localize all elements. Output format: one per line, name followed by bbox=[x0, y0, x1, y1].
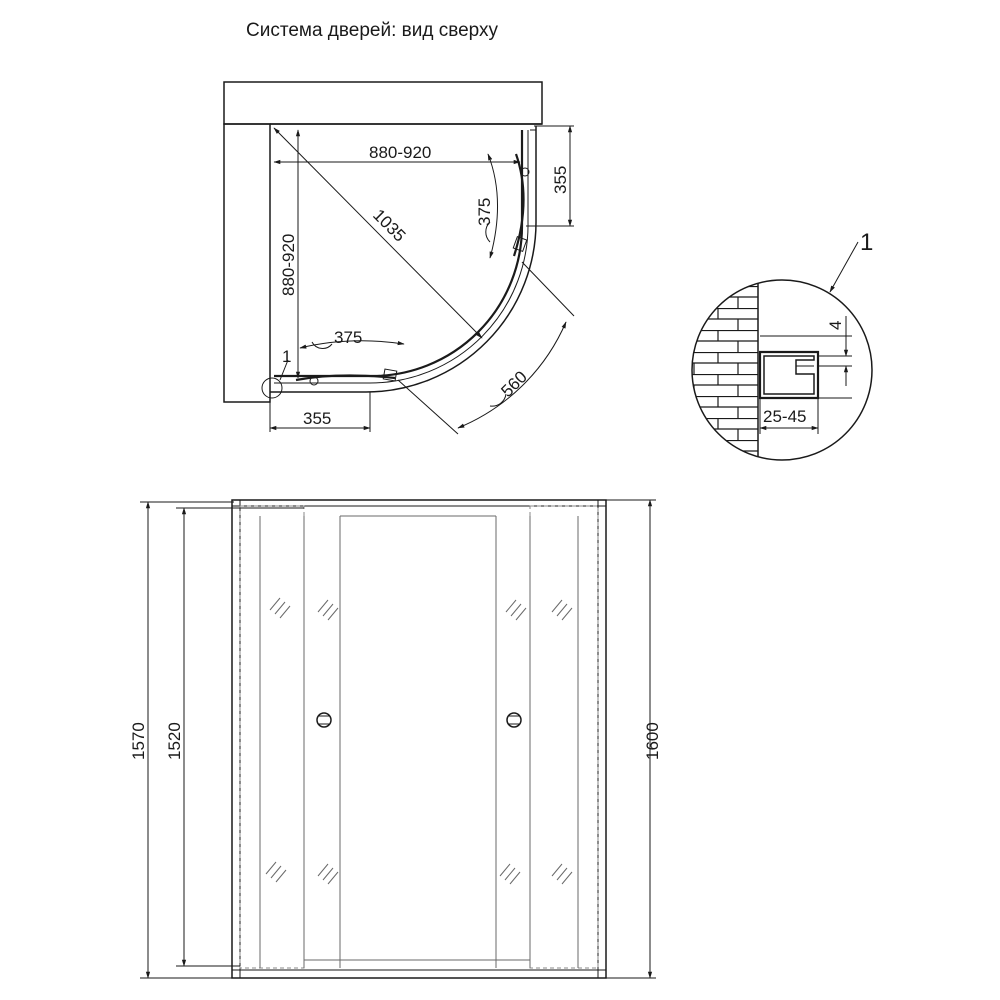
depth-dimension: 880-920 bbox=[279, 234, 298, 296]
top-view: 880-920 880-920 1035 355 355 375 375 560 bbox=[223, 81, 575, 435]
brick-wall bbox=[223, 81, 543, 403]
height-outer-dimension: 1570 bbox=[129, 722, 148, 760]
diagonal-dimension: 1035 bbox=[369, 205, 409, 245]
height-inner-dimension: 1520 bbox=[165, 722, 184, 760]
detail-view: 4 25-45 1 bbox=[691, 229, 873, 461]
tray-outline bbox=[270, 126, 537, 393]
width-dimension: 880-920 bbox=[369, 143, 431, 162]
drawing-title: Система дверей: вид сверху bbox=[246, 20, 499, 41]
door-right-dimension: 375 bbox=[475, 198, 494, 226]
side-panel-top-dimension: 355 bbox=[551, 166, 570, 194]
side-panel-bottom-dimension: 355 bbox=[303, 409, 331, 428]
arc-dimension: 560 bbox=[497, 367, 530, 400]
door-handle-right bbox=[506, 712, 522, 728]
range-dimension: 25-45 bbox=[763, 407, 806, 426]
height-total-dimension: 1600 bbox=[643, 722, 662, 760]
glass-reflection-marks bbox=[265, 597, 573, 885]
door-bottom bbox=[295, 368, 398, 386]
detail-label: 1 bbox=[860, 229, 873, 256]
door-handle-left bbox=[316, 712, 332, 728]
detail-callout-label: 1 bbox=[282, 347, 291, 366]
detail-callout-circle bbox=[261, 377, 283, 399]
door-bottom-dimension: 375 bbox=[334, 328, 362, 347]
gap-dimension: 4 bbox=[826, 321, 845, 330]
front-view: 1570 1520 1600 bbox=[129, 499, 662, 979]
